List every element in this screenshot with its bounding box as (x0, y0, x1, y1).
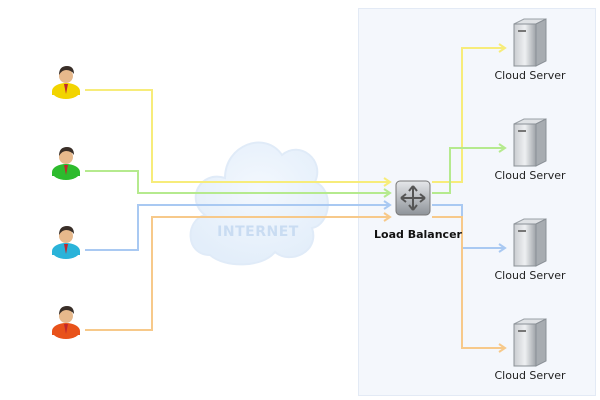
connection-line (85, 170, 390, 194)
server-label: Cloud Server (494, 369, 566, 382)
cloud-server-icon (513, 118, 547, 167)
user-icon (52, 306, 80, 339)
connection-line (85, 204, 390, 251)
internet-label: INTERNET (217, 224, 299, 240)
connection-line (432, 47, 505, 183)
load-balancer-icon (395, 180, 431, 216)
load-balancer-label: Load Balancer (374, 228, 462, 241)
connection-line (432, 204, 505, 249)
arrow-icon (498, 243, 507, 253)
connection-line (85, 89, 390, 183)
arrow-icon (383, 177, 392, 187)
user-icon (52, 147, 80, 180)
cloud-server-icon (513, 18, 547, 67)
server-label: Cloud Server (494, 69, 566, 82)
arrow-icon (383, 212, 392, 222)
server-label: Cloud Server (494, 169, 566, 182)
arrow-icon (498, 43, 507, 53)
arrow-icon (383, 200, 392, 210)
arrow-icon (498, 343, 507, 353)
user-icon (52, 226, 80, 259)
internet-cloud-icon (189, 141, 329, 266)
arrow-icon (383, 188, 392, 198)
server-label: Cloud Server (494, 269, 566, 282)
user-icon (52, 66, 80, 99)
connection-line (432, 147, 505, 194)
connection-line (432, 216, 505, 349)
arrow-icon (498, 143, 507, 153)
connection-line (85, 216, 390, 331)
cloud-server-icon (513, 318, 547, 367)
cloud-server-icon (513, 218, 547, 267)
